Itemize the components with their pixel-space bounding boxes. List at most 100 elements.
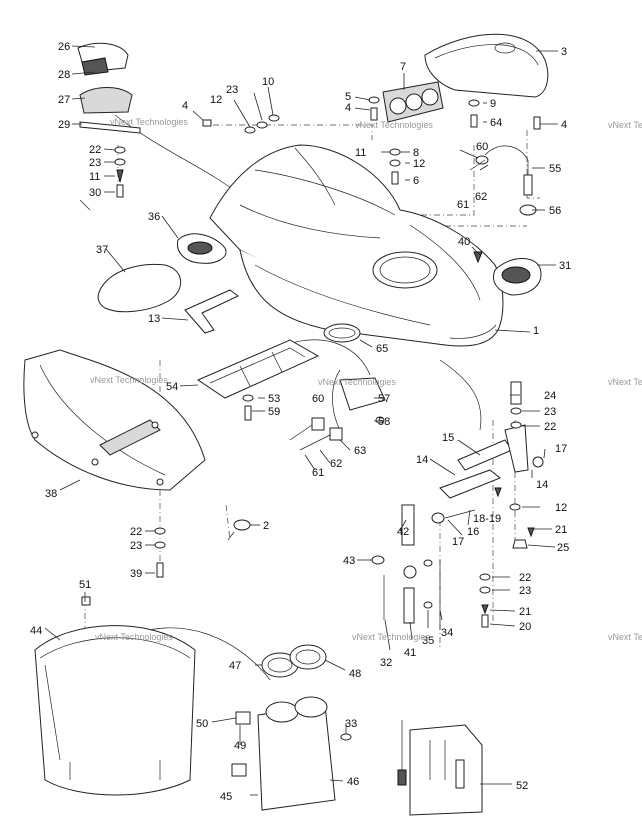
callout: 37 [96, 244, 108, 256]
callout: 17 [452, 536, 464, 548]
callout: 35 [422, 635, 434, 647]
callout: 14 [416, 454, 428, 466]
watermark-text: vNext Technologies [352, 632, 430, 642]
part-65-gasket [323, 323, 361, 343]
callout: 12 [555, 502, 567, 514]
callout: 24 [544, 390, 556, 402]
lower-column-parts [371, 504, 491, 630]
callout: 58 [378, 416, 390, 428]
callout: 42 [397, 526, 409, 538]
part-31-cap [493, 258, 542, 296]
callout: 23 [89, 157, 101, 169]
callout: 52 [516, 780, 528, 792]
callout: 46 [347, 776, 359, 788]
callout: 3 [561, 46, 567, 58]
callout: 4 [345, 102, 351, 114]
watermark-text: vNext Technologies [318, 377, 396, 387]
callout-labels: 1 2 3 4 4 4 5 6 7 8 9 10 11 11 12 12 12 … [30, 41, 571, 803]
part-44-storage-bin [34, 596, 196, 796]
callout: 27 [58, 94, 70, 106]
callout: 22 [89, 144, 101, 156]
part-54-plate [196, 339, 320, 399]
callout: 8 [413, 147, 419, 159]
callout: 12 [413, 158, 425, 170]
callout: 22 [519, 572, 531, 584]
callout: 28 [58, 69, 70, 81]
callout: 21 [519, 606, 531, 618]
callout: 55 [549, 163, 561, 175]
watermark-text: vNext Technologies [90, 375, 168, 385]
callout: 1 [533, 325, 539, 337]
watermark-text: vNext Technologies [608, 377, 642, 387]
callout: 14 [536, 479, 548, 491]
part-38-belly-pan [23, 349, 206, 491]
watermark-text: vNext Technologies [608, 632, 642, 642]
callout: 21 [555, 524, 567, 536]
callout: 18-19 [473, 513, 501, 525]
callout: 49 [234, 740, 246, 752]
callout: 57 [378, 393, 390, 405]
leader-lines [44, 45, 558, 796]
part-1-hood-body [209, 144, 504, 347]
part-7-gauge-panel [382, 81, 444, 123]
callout: 60 [476, 141, 488, 153]
callout: 23 [226, 84, 238, 96]
part-2-clip [227, 519, 251, 541]
callout: 63 [354, 445, 366, 457]
callout: 4 [561, 119, 567, 131]
callout: 43 [343, 555, 355, 567]
callout: 61 [457, 199, 469, 211]
callout: 4 [182, 100, 188, 112]
callout: 25 [557, 542, 569, 554]
callout: 10 [262, 76, 274, 88]
watermark-text: vNext Technologies [95, 632, 173, 642]
part-52-toolkit [397, 720, 483, 816]
callout: 13 [148, 313, 160, 325]
steering-linkage [431, 381, 544, 549]
callout: 56 [549, 205, 561, 217]
callout: 59 [268, 406, 280, 418]
callout: 31 [559, 260, 571, 272]
callout: 47 [229, 660, 241, 672]
callout: 23 [544, 406, 556, 418]
callout: 33 [345, 718, 357, 730]
callout: 30 [89, 187, 101, 199]
callout: 62 [475, 191, 487, 203]
part-36-37-side-pieces [97, 233, 227, 313]
callout: 64 [490, 117, 502, 129]
callout: 22 [544, 421, 556, 433]
callout: 62 [330, 458, 342, 470]
callout: 41 [404, 647, 416, 659]
callout: 5 [345, 91, 351, 103]
callout: 9 [490, 98, 496, 110]
callout: 53 [268, 393, 280, 405]
callout: 26 [58, 41, 70, 53]
watermarks: vNext Technologies vNext Technologies vN… [90, 117, 642, 642]
part-13-bracket [184, 289, 239, 334]
callout: 54 [166, 381, 178, 393]
callout: 45 [220, 791, 232, 803]
hardware-stack-center [154, 527, 166, 578]
callout: 11 [89, 171, 100, 183]
callout: 20 [519, 621, 531, 633]
callout: 39 [130, 568, 142, 580]
callout: 2 [263, 520, 269, 532]
parts-45-50-pods [231, 644, 352, 811]
callout: 50 [196, 718, 208, 730]
callout: 7 [400, 61, 406, 73]
parts-26-29-top-left [77, 42, 141, 134]
hardware-right-top [202, 96, 541, 185]
callout: 29 [58, 119, 70, 131]
callout: 36 [148, 211, 160, 223]
part-3-cover [424, 33, 549, 98]
watermark-text: vNext Technologies [608, 120, 642, 130]
callout: 16 [467, 526, 479, 538]
callout: 40 [458, 236, 470, 248]
callout: 15 [442, 432, 454, 444]
callout: 61 [312, 467, 324, 479]
parts-57-63-electrical [242, 369, 386, 451]
callout: 23 [130, 540, 142, 552]
callout: 17 [555, 443, 567, 455]
callout: 12 [210, 94, 222, 106]
